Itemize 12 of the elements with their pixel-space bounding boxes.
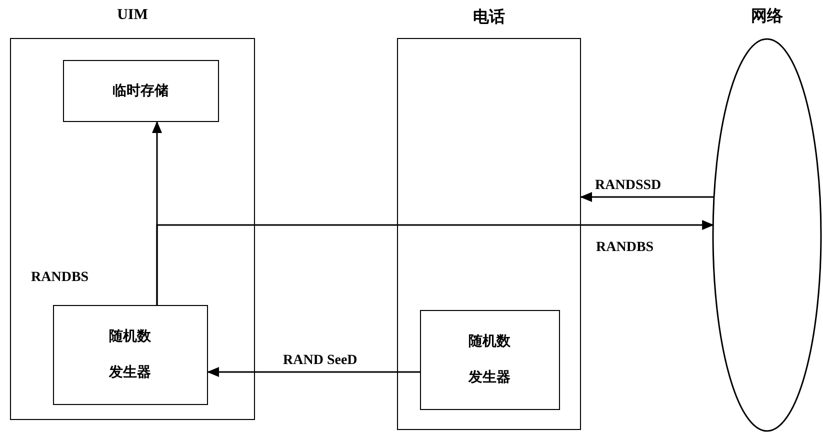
box-heading: 电话 <box>472 7 506 28</box>
arrow <box>207 367 420 377</box>
arrow <box>156 220 714 305</box>
component-box <box>52 304 208 404</box>
box-heading: 网络 <box>750 6 784 27</box>
box-heading: UIM <box>116 7 149 24</box>
box-label: 临时存储 <box>111 81 170 100</box>
component-box <box>420 310 560 410</box>
box-label: 随机数发生器 <box>108 327 152 382</box>
box-label: 随机数发生器 <box>468 332 511 388</box>
component-box <box>62 60 218 122</box>
arrow <box>580 192 714 202</box>
